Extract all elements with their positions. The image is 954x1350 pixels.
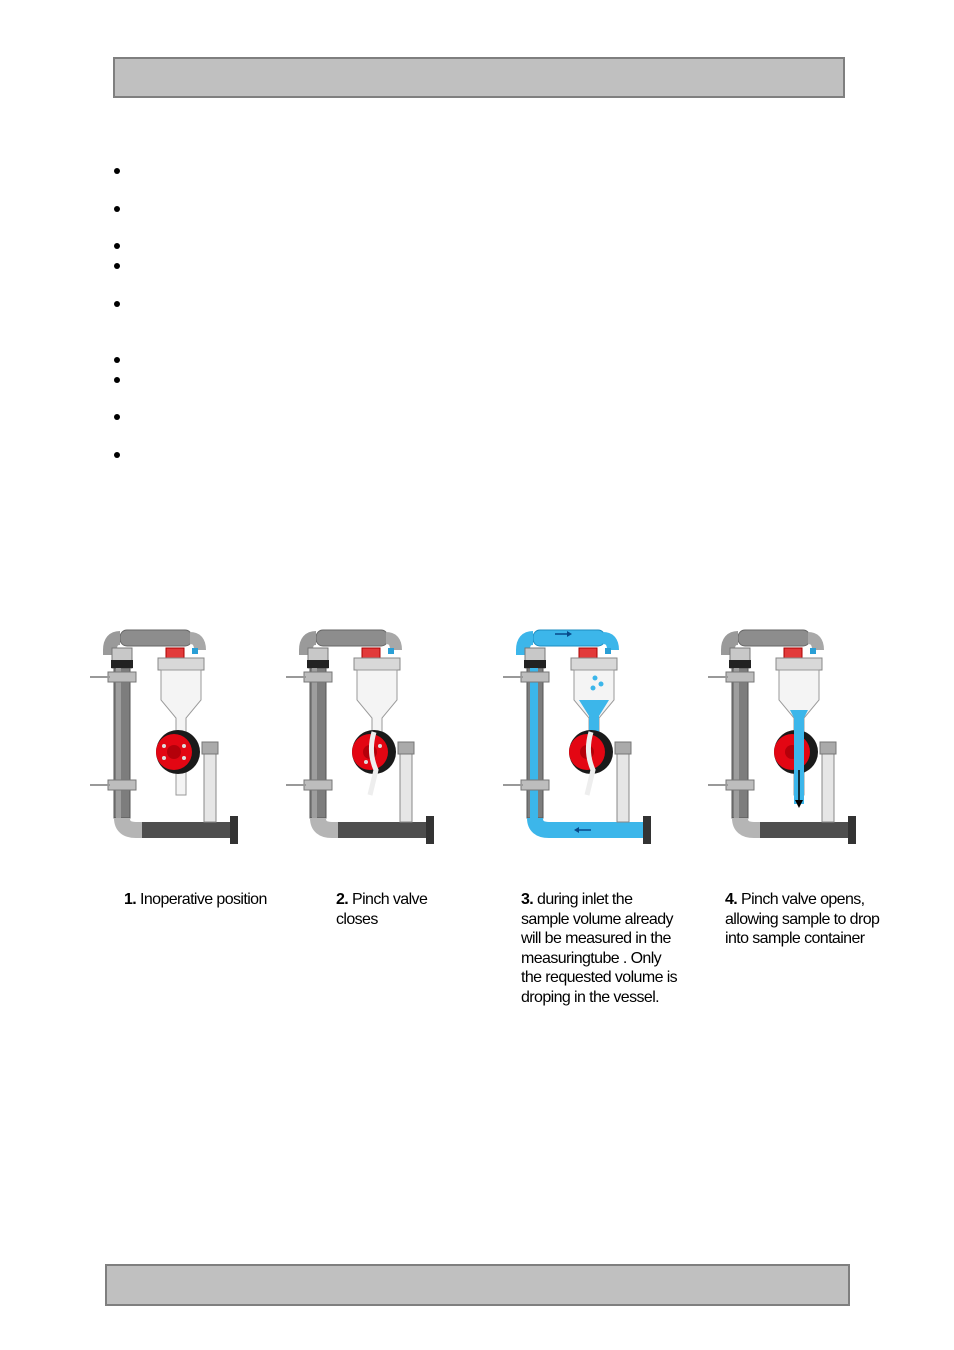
step-line: closes <box>336 910 378 928</box>
step-number: 1. <box>124 891 137 908</box>
bullet <box>114 377 120 383</box>
step-line: will be measured in the <box>521 930 671 947</box>
step-number: 2. <box>336 891 349 908</box>
bullet <box>114 452 120 458</box>
sampler-diagram-icon <box>503 629 651 844</box>
bullet <box>114 206 120 212</box>
step-line: droping in the vessel. <box>521 988 660 1006</box>
step-line: measuringtube . Only <box>521 949 662 967</box>
bullet <box>114 243 120 249</box>
sampler-diagram-2 <box>278 620 448 845</box>
step-line: Inoperative position <box>140 891 267 908</box>
step-line: allowing sample to drop <box>725 910 880 928</box>
step-line: Pinch valve <box>352 891 428 908</box>
sampler-diagram-icon <box>286 629 434 844</box>
step-line: the requested volume is <box>521 969 678 986</box>
step-line: sample volume already <box>521 910 674 928</box>
step-line: Pinch valve opens, <box>741 891 865 908</box>
step-caption-2: 2. Pinch valve closes <box>336 890 428 929</box>
footer-bar <box>105 1264 850 1306</box>
step-number: 3. <box>521 891 534 908</box>
bullet <box>114 414 120 420</box>
sampler-diagram-icon <box>90 629 238 844</box>
sampler-diagram-icon <box>708 629 856 844</box>
sampler-diagram-1 <box>82 620 252 845</box>
bullet <box>114 168 120 174</box>
bullet <box>114 263 120 269</box>
bullet <box>114 357 120 363</box>
sampler-diagram-3 <box>495 620 665 845</box>
bullet <box>114 301 120 307</box>
step-caption-1: 1. Inoperative position <box>124 890 267 910</box>
step-line: during inlet the <box>537 891 633 908</box>
step-caption-3: 3. during inlet the sample volume alread… <box>521 890 678 1007</box>
step-number: 4. <box>725 891 738 908</box>
sampler-diagram-4 <box>700 620 870 845</box>
step-caption-4: 4. Pinch valve opens, allowing sample to… <box>725 890 880 949</box>
step-line: into sample container <box>725 930 865 947</box>
header-bar <box>113 57 845 98</box>
